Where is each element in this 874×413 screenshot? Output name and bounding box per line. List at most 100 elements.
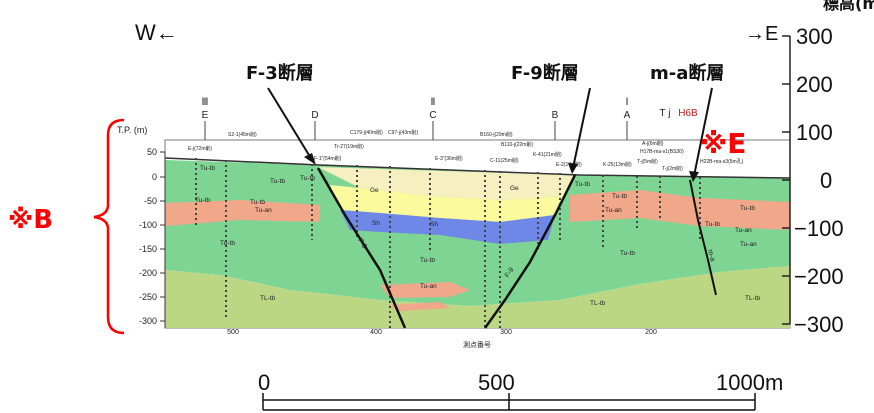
borehole-tag: K-25(13m削) — [603, 161, 632, 168]
unit-label: Tu-tb — [740, 205, 755, 212]
unit-label: Tu-tb — [250, 199, 265, 206]
scale-label-500: 500 — [478, 370, 515, 395]
section-letter: C — [429, 110, 436, 121]
borehole-tag: E-3"(36m削) — [435, 155, 463, 162]
left-tick-label: 50 — [147, 147, 157, 157]
mark-e: ※E — [700, 127, 746, 160]
unit-label: Tu-tb — [300, 175, 315, 182]
unit-label: Tu-tb — [270, 178, 285, 185]
arrow-f3 — [267, 87, 313, 161]
borehole-tag: H17B-ma-s1(BS30) — [640, 149, 684, 155]
unit-label: Tu-an — [255, 207, 272, 214]
borehole-tag: F-1"(54m削) — [314, 155, 342, 162]
unit-label: Tu-tb — [705, 221, 720, 228]
tl-tb-layer — [165, 266, 790, 328]
elevation-label: 標高(m) — [823, 0, 874, 13]
borehole-tag: A-j(6m削) — [642, 140, 664, 147]
unit-labels: Tu-tb Tu-tb Tu-tb Tu-an Tu-tb Tu-tb Tu-t… — [195, 165, 761, 307]
right-tick-label: 300 — [796, 24, 833, 49]
borehole-tag: C179-j(40m削) — [350, 129, 383, 136]
unit-label: Tu-an — [605, 207, 622, 214]
section-roman: Ⅰ — [626, 97, 629, 108]
borehole-tag: H22B-ma-s3(5m孔) — [700, 158, 744, 165]
fault-line-f3 — [316, 167, 407, 329]
right-tick-label: 200 — [796, 72, 833, 97]
borehole-tag: C97-j(43m削) — [388, 129, 418, 136]
borehole-tag: C-11(25m削) — [490, 157, 519, 164]
section-plot — [160, 139, 791, 329]
h6b-label: H6B — [678, 108, 698, 119]
unit-label: TL-tb — [260, 295, 276, 302]
right-axis — [782, 35, 791, 325]
tu-an-lens-bottom-2 — [388, 302, 450, 311]
unit-label: TL-tb — [745, 295, 761, 302]
section-letter: E — [202, 110, 209, 121]
ground-surface-line — [164, 157, 791, 179]
unit-label: Tu-an — [420, 283, 437, 290]
unit-label: TL-tb — [590, 300, 606, 307]
bottom-tick-label: 200 — [645, 329, 657, 336]
unit-label: Tu-an — [735, 227, 752, 234]
right-tick-label: −300 — [794, 312, 844, 337]
unit-label: Ge — [370, 187, 379, 194]
left-tick-label: -150 — [139, 244, 157, 254]
fault-label-f9: F-9 — [504, 266, 516, 279]
left-tick-label: -100 — [139, 220, 157, 230]
fault-label-ma: m-a — [706, 249, 716, 262]
fault-section-labels: F-3 F-9 m-a — [356, 237, 715, 279]
section-roman: Ⅱ — [431, 97, 436, 108]
section-letter: D — [311, 110, 318, 121]
fault-title-f3: F-3断層 — [246, 62, 314, 84]
unit-label: Ge — [510, 185, 519, 192]
mark-b: ※B — [8, 205, 53, 235]
section-letter: A — [624, 110, 631, 121]
left-tick-label: 0 — [152, 172, 157, 182]
tp-label: T.P. (m) — [117, 125, 147, 135]
borehole-tag: B160-j(29m削) — [480, 131, 513, 138]
bottom-tick-labels: 500 400 300 200 測点番号 — [227, 329, 657, 349]
left-tick-label: -250 — [139, 292, 157, 302]
fault-line-ma — [689, 179, 717, 296]
borehole-tag: T-j(2m削) — [662, 165, 683, 172]
unit-label: Tu-tb — [195, 197, 210, 204]
arrow-head-f3 — [304, 153, 316, 165]
arrow-heads — [304, 153, 699, 182]
borehole-tag: B110-j(22m削) — [501, 141, 533, 148]
bottom-axis-label: 測点番号 — [463, 340, 491, 349]
sh-layer — [340, 210, 555, 244]
arrow-ma — [693, 87, 713, 177]
borehole-tag: E-j(72m削) — [188, 145, 213, 152]
borehole-tag: Tr-27(19m削) — [334, 143, 364, 150]
section-roman: Ⅲ — [202, 97, 209, 108]
unit-label: Tu-tb — [200, 165, 215, 172]
fault-title-ma: m-a断層 — [650, 62, 724, 84]
arrow-head-f9 — [568, 163, 578, 174]
bottom-tick-label: 500 — [227, 329, 239, 336]
bottom-tick-label: 300 — [500, 329, 512, 336]
fault-line-f9 — [483, 174, 577, 329]
right-tick-labels: 300 200 100 0 −100 −200 −300 — [794, 24, 844, 337]
unit-label: Sh — [430, 221, 438, 228]
borehole-tag: K-41(21m削) — [533, 151, 562, 158]
left-tick-label: -200 — [139, 268, 157, 278]
unit-label: Tu-tb — [620, 250, 635, 257]
tu-an-lens-bottom — [380, 282, 470, 298]
unit-label: Tu-tb — [575, 181, 590, 188]
section-letter: B — [552, 110, 559, 121]
unit-label: Sh — [372, 220, 380, 227]
left-tick-label: -50 — [144, 196, 157, 206]
west-label: W← — [135, 20, 178, 45]
fault-title-f9: F-9断層 — [511, 62, 579, 84]
leader-arrows — [267, 87, 713, 177]
bottom-tick-label: 400 — [370, 329, 382, 336]
tu-an-band-right — [570, 190, 790, 230]
borehole-columns — [195, 158, 701, 328]
right-tick-label: 0 — [820, 168, 832, 193]
section-line-ticks — [204, 121, 628, 140]
left-tick-label: -300 — [139, 316, 157, 326]
unit-label: Tu-tb — [220, 240, 235, 247]
left-tick-labels: 50 0 -50 -100 -150 -200 -250 -300 — [139, 147, 157, 326]
borehole-tag: S2-1(45m削) — [228, 131, 257, 138]
fault-label-f3: F-3 — [356, 237, 368, 250]
